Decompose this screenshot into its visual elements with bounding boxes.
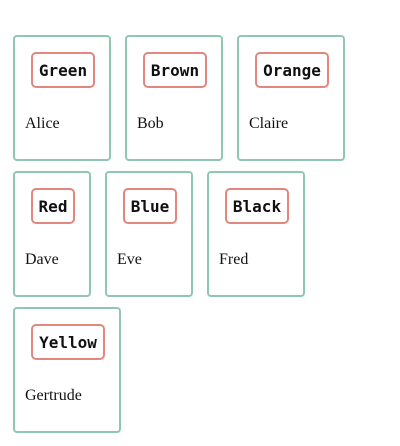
color-tag: Brown xyxy=(143,52,207,88)
person-name: Claire xyxy=(249,115,289,132)
color-tag: Black xyxy=(225,188,289,224)
person-card-claire: Orange Claire xyxy=(237,35,345,161)
color-tag: Green xyxy=(31,52,95,88)
person-name: Gertrude xyxy=(25,387,82,404)
person-name: Dave xyxy=(25,251,59,268)
person-card-gertrude: Yellow Gertrude xyxy=(13,307,121,433)
person-name: Eve xyxy=(117,251,142,268)
person-card-dave: Red Dave xyxy=(13,171,91,297)
color-tag: Red xyxy=(31,188,75,224)
person-card-fred: Black Fred xyxy=(207,171,305,297)
person-card-bob: Brown Bob xyxy=(125,35,223,161)
person-name: Alice xyxy=(25,115,60,132)
person-card-alice: Green Alice xyxy=(13,35,111,161)
person-name: Bob xyxy=(137,115,164,132)
color-tag: Yellow xyxy=(31,324,105,360)
person-card-eve: Blue Eve xyxy=(105,171,193,297)
color-tag: Blue xyxy=(123,188,177,224)
color-tag: Orange xyxy=(255,52,329,88)
person-name: Fred xyxy=(219,251,249,268)
